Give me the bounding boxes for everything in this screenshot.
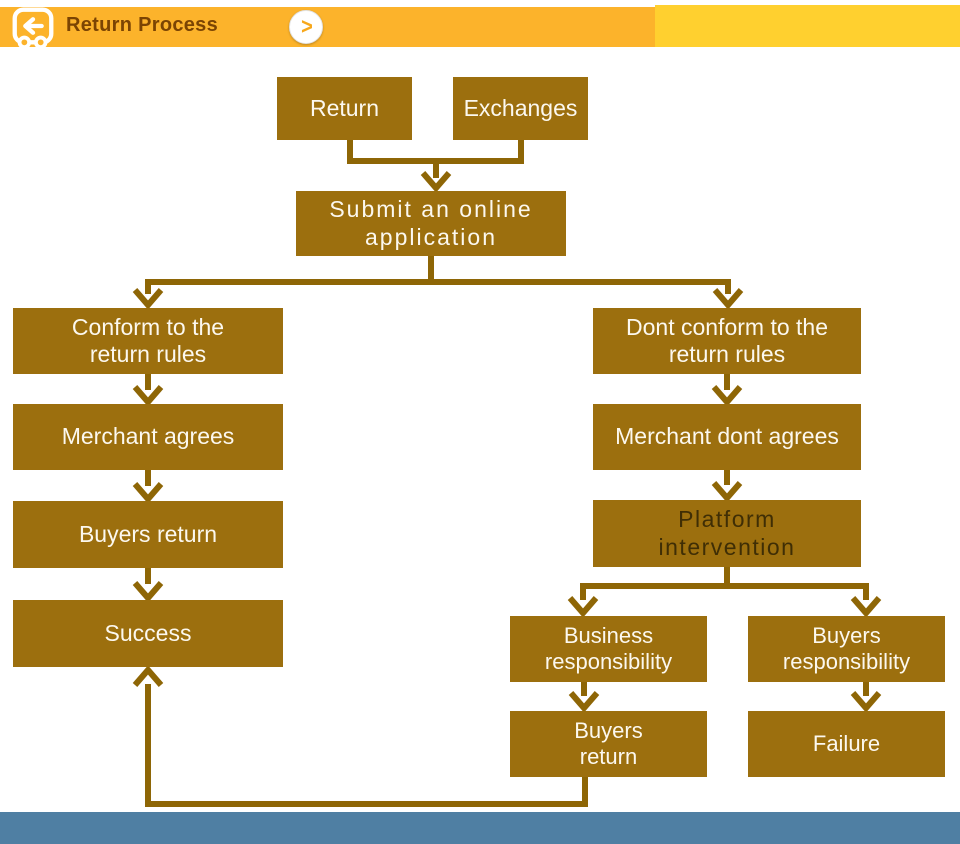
flow-node-dont-conform-rules: Dont conform to the return rules — [593, 308, 861, 374]
footer-bar — [0, 812, 960, 844]
header-bar-right — [655, 5, 960, 47]
flow-node-platform-intervention: Platform intervention — [593, 500, 861, 567]
flow-node-merchant-dont-agrees: Merchant dont agrees — [593, 404, 861, 470]
flow-node-success: Success — [13, 600, 283, 667]
flow-node-buyers-return-2: Buyers return — [510, 711, 707, 777]
flow-node-exchanges: Exchanges — [453, 77, 588, 140]
flow-node-merchant-agrees: Merchant agrees — [13, 404, 283, 470]
flow-node-failure: Failure — [748, 711, 945, 777]
flow-node-submit-application: Submit an online application — [296, 191, 566, 256]
header-bar-left — [0, 7, 655, 47]
flow-node-buyers-responsibility: Buyers responsibility — [748, 616, 945, 682]
flow-node-conform-rules: Conform to the return rules — [13, 308, 283, 374]
page-title: Return Process — [66, 14, 219, 36]
return-truck-icon — [12, 7, 54, 50]
flow-node-business-responsibility: Business responsibility — [510, 616, 707, 682]
flow-node-return: Return — [277, 77, 412, 140]
expand-button[interactable]: > — [289, 10, 323, 44]
flow-node-buyers-return: Buyers return — [13, 501, 283, 568]
chevron-right-icon: > — [301, 14, 313, 40]
